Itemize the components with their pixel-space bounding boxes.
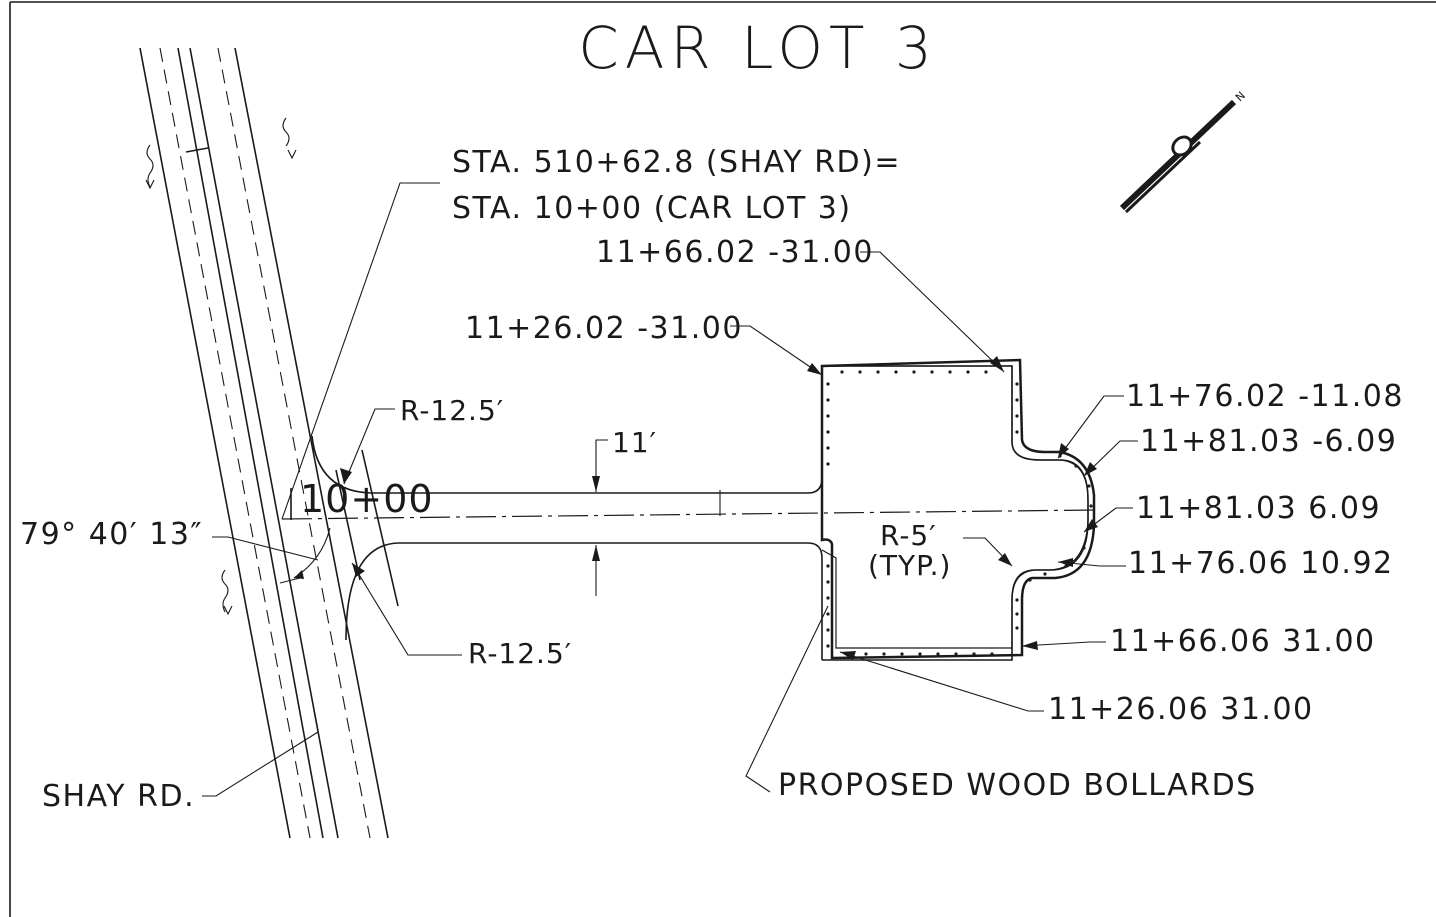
width-label: 11′ xyxy=(612,426,657,459)
offset-label-f: 11+76.06 10.92 xyxy=(1128,546,1394,581)
bollard-strip xyxy=(820,358,1096,660)
offset-label-d: 11+81.03 -6.09 xyxy=(1140,424,1397,459)
bollard-dot xyxy=(1089,504,1093,508)
bollard-dot xyxy=(1015,382,1019,386)
bollard-dot xyxy=(966,370,970,374)
road-label: SHAY RD. xyxy=(42,779,195,814)
north-arrow: N xyxy=(1119,89,1248,214)
bollard-dot xyxy=(826,644,830,648)
offset-label-e: 11+81.03 6.09 xyxy=(1136,491,1381,526)
bollard-dot xyxy=(954,652,958,656)
bollard-dot xyxy=(826,580,830,584)
radius-callout-bottom: R-12.5′ xyxy=(351,562,572,670)
radius-callout-top: R-12.5′ xyxy=(340,394,504,485)
station-equation: STA. 510+62.8 (SHAY RD)= STA. 10+00 (CAR… xyxy=(281,145,901,520)
bollard-dot xyxy=(972,652,976,656)
bollard-dot xyxy=(1064,564,1068,568)
offset-callout-g: 11+66.06 31.00 xyxy=(1021,624,1376,659)
offset-label-h: 11+26.06 31.00 xyxy=(1048,692,1314,727)
bollard-dot xyxy=(826,414,830,418)
bollard-dot xyxy=(1028,578,1032,582)
bollard-dot xyxy=(826,596,830,600)
radius-callout-typical: R-5′ (TYP.) xyxy=(868,519,1013,582)
bollard-dots xyxy=(826,370,1093,656)
bollard-dot xyxy=(876,370,880,374)
bollard-dot xyxy=(918,652,922,656)
width-dimension: 11′ xyxy=(592,426,657,596)
bollard-dot xyxy=(882,652,886,656)
bollard-dot xyxy=(948,370,952,374)
bollard-dot xyxy=(984,370,988,374)
offset-callout-a: 11+66.02 -31.00 xyxy=(596,235,1005,373)
north-arrow-label: N xyxy=(1233,89,1248,104)
offset-callout-f: 11+76.06 10.92 xyxy=(1057,546,1394,581)
offset-label-b: 11+26.02 -31.00 xyxy=(465,311,743,346)
shay-road xyxy=(139,47,389,839)
bollard-dot xyxy=(826,462,830,466)
bollard-dot xyxy=(826,382,830,386)
bollard-dot xyxy=(1082,546,1086,550)
bollard-dot xyxy=(1087,484,1091,488)
drawing-title: CAR LOT 3 xyxy=(578,14,938,82)
bollard-dot xyxy=(826,430,830,434)
bollard-dot xyxy=(826,398,830,402)
offset-label-c: 11+76.02 -11.08 xyxy=(1126,379,1404,414)
bollard-dot xyxy=(858,370,862,374)
station-mark: 10+00 xyxy=(300,477,434,521)
radius-typical-note: (TYP.) xyxy=(868,549,951,582)
bollards-callout: PROPOSED WOOD BOLLARDS xyxy=(745,605,1257,803)
bollard-dot xyxy=(826,612,830,616)
angle-callout: 79° 40′ 13″ xyxy=(20,517,331,579)
bollard-dot xyxy=(912,370,916,374)
radius-top-label: R-12.5′ xyxy=(400,394,504,427)
offset-callout-b: 11+26.02 -31.00 xyxy=(465,311,823,376)
bollard-dot xyxy=(1074,464,1078,468)
bollard-dot xyxy=(1015,626,1019,630)
bollard-dot xyxy=(900,652,904,656)
offset-callout-h: 11+26.06 31.00 xyxy=(839,651,1314,727)
radius-typical-label: R-5′ xyxy=(880,519,937,552)
offset-label-g: 11+66.06 31.00 xyxy=(1110,624,1376,659)
radius-bottom-label: R-12.5′ xyxy=(468,637,572,670)
offset-label-a: 11+66.02 -31.00 xyxy=(596,235,874,270)
bollard-dot xyxy=(1015,598,1019,602)
bollard-dot xyxy=(826,446,830,450)
station-equation-line1: STA. 510+62.8 (SHAY RD)= xyxy=(452,145,901,180)
bollard-dot xyxy=(826,564,830,568)
bollard-dot xyxy=(936,652,940,656)
bollard-dot xyxy=(1043,572,1047,576)
bollard-dot xyxy=(1015,612,1019,616)
bollard-dot xyxy=(840,370,844,374)
station-equation-line2: STA. 10+00 (CAR LOT 3) xyxy=(452,191,852,226)
bollard-dot xyxy=(930,370,934,374)
bollard-dot xyxy=(894,370,898,374)
bollard-dot xyxy=(826,628,830,632)
offset-callout-c: 11+76.02 -11.08 xyxy=(1057,379,1404,459)
bollard-dot xyxy=(1015,430,1019,434)
bollard-dot xyxy=(990,652,994,656)
bollard-dot xyxy=(1015,398,1019,402)
bollards-label: PROPOSED WOOD BOLLARDS xyxy=(778,768,1257,803)
road-callout: SHAY RD. xyxy=(42,731,319,814)
bollard-dot xyxy=(864,652,868,656)
offset-callout-d: 11+81.03 -6.09 xyxy=(1083,424,1397,477)
sheet-border xyxy=(9,1,1436,917)
bollard-dot xyxy=(1015,414,1019,418)
offset-callout-e: 11+81.03 6.09 xyxy=(1083,491,1381,533)
angle-label: 79° 40′ 13″ xyxy=(20,517,203,552)
